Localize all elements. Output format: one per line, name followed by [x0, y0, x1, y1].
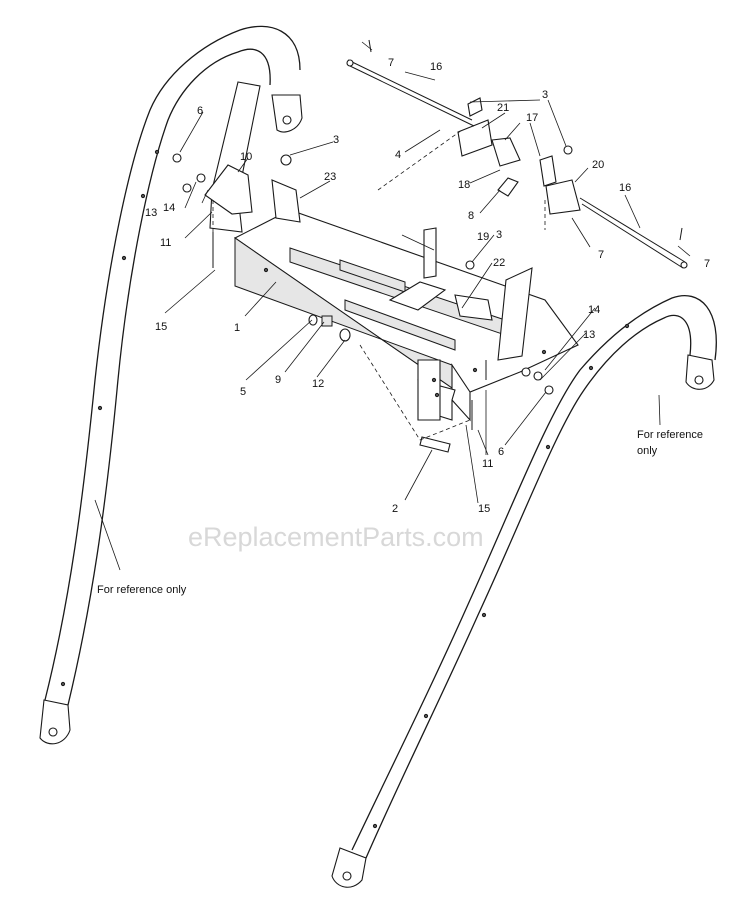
callout-10: 10 — [240, 151, 252, 163]
right-reference-note-line1: For reference — [637, 429, 703, 441]
callout-5: 5 — [240, 386, 246, 398]
callout-3c: 3 — [496, 229, 502, 241]
control-panel-frame — [233, 209, 579, 422]
leader-lines — [94, 41, 691, 571]
callout-7a: 7 — [388, 57, 394, 69]
left-handle — [39, 25, 303, 745]
callout-21: 21 — [497, 102, 509, 114]
callout-13a: 13 — [145, 207, 157, 219]
right-reference-note-line2: only — [637, 445, 658, 457]
callout-15b: 15 — [478, 503, 490, 515]
callout-11a: 11 — [160, 237, 171, 249]
callout-12: 12 — [312, 378, 324, 390]
callout-13b: 13 — [583, 329, 595, 341]
callout-labels: 7 16 3 21 17 4 20 18 16 8 7 7 6 3 10 23 … — [145, 57, 710, 515]
callout-22: 22 — [493, 257, 505, 269]
callout-6b: 6 — [498, 446, 504, 458]
callout-18: 18 — [458, 179, 470, 191]
callout-8: 8 — [468, 210, 474, 222]
callout-19: 19 — [477, 231, 489, 243]
lower-hardware — [308, 314, 554, 453]
right-linkage — [346, 39, 688, 270]
callout-11b: 11 — [482, 458, 493, 470]
left-upright — [172, 81, 301, 268]
callout-16b: 16 — [619, 182, 631, 194]
callout-9: 9 — [275, 374, 281, 386]
callout-20: 20 — [592, 159, 604, 171]
callout-14a: 14 — [163, 202, 175, 214]
callout-6a: 6 — [197, 105, 203, 117]
callout-7c: 7 — [704, 258, 710, 270]
callout-1: 1 — [234, 322, 240, 334]
callout-16a: 16 — [430, 61, 442, 73]
right-handle — [331, 295, 717, 888]
watermark: eReplacementParts.com — [188, 522, 484, 552]
callout-15a: 15 — [155, 321, 167, 333]
callout-17: 17 — [526, 112, 538, 124]
callout-23: 23 — [324, 171, 336, 183]
callout-7b: 7 — [598, 249, 604, 261]
left-reference-note: For reference only — [97, 584, 187, 596]
callout-4: 4 — [395, 149, 401, 161]
callout-2: 2 — [392, 503, 398, 515]
callout-3b: 3 — [333, 134, 339, 146]
callout-14b: 14 — [588, 304, 600, 316]
callout-3a: 3 — [542, 89, 548, 101]
reference-notes: For reference only For reference only — [97, 429, 703, 596]
